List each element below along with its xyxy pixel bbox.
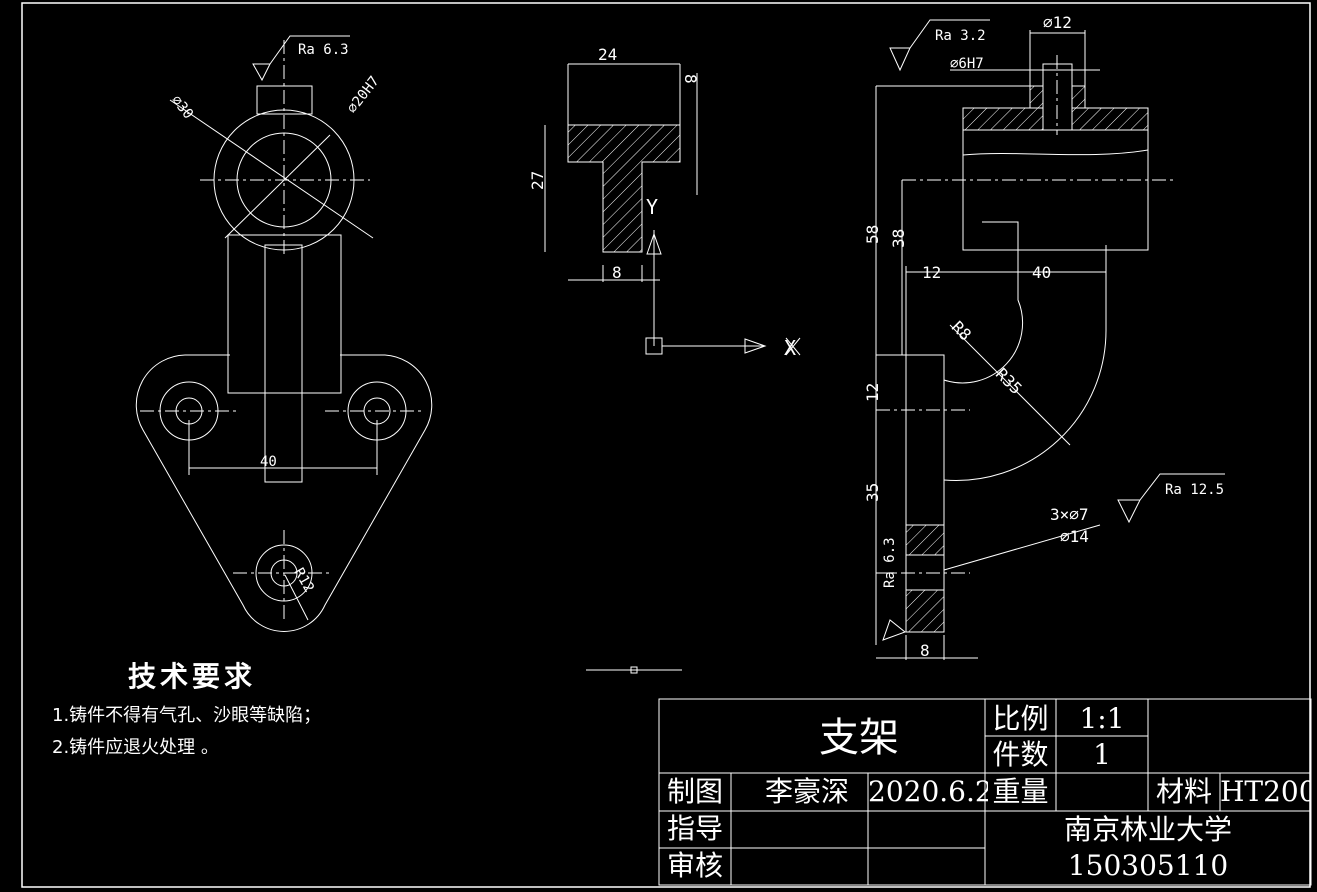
student-id: 150305110 <box>1067 849 1229 882</box>
sec-axis-y: Y <box>646 195 658 219</box>
front-ra: Ra 6.3 <box>298 42 349 58</box>
side-ra63: Ra 6.3 <box>882 537 898 588</box>
sec-dim-24: 24 <box>598 45 617 64</box>
front-dim-dia20: ⌀20H7 <box>344 73 383 116</box>
qty-value: 1 <box>1093 738 1111 771</box>
side-dim-58: 58 <box>863 225 882 244</box>
scale-value: 1:1 <box>1079 702 1125 735</box>
front-dim-dia30: ⌀30 <box>168 92 196 122</box>
drawn-name: 李豪深 <box>764 775 849 808</box>
side-dim-dia6: ⌀6H7 <box>950 56 984 72</box>
drawn-date: 2020.6.2 <box>868 775 988 808</box>
side-dim-38: 38 <box>889 229 908 248</box>
check-label: 审核 <box>666 849 723 882</box>
material-value: HT200 <box>1220 775 1311 808</box>
school-name: 南京林业大学 <box>1063 813 1232 846</box>
material-label: 材料 <box>1155 775 1212 808</box>
qty-label: 件数 <box>992 738 1049 771</box>
sec-dim-8-bottom: 8 <box>612 263 622 282</box>
front-view-labels: Ra 6.3 ⌀30 ⌀20H7 40 R12 <box>168 42 383 595</box>
side-view <box>875 19 1225 660</box>
tech-title: 技术要求 <box>128 660 257 693</box>
side-dim-12-v: 12 <box>863 383 882 402</box>
front-dim-40: 40 <box>260 454 277 470</box>
side-ra125: Ra 12.5 <box>1165 482 1224 498</box>
title-block-grid <box>658 698 1312 886</box>
side-ra32: Ra 3.2 <box>935 28 986 44</box>
section-view <box>544 63 801 674</box>
guide-label: 指导 <box>666 812 723 845</box>
drawing-frame <box>21 2 1311 888</box>
sec-axis-x: X <box>784 336 796 360</box>
side-dim-8-bottom: 8 <box>920 641 930 660</box>
tech-line-2: 2.铸件应退火处理 。 <box>52 737 219 758</box>
side-dim-40-h: 40 <box>1032 263 1051 282</box>
side-dim-35: 35 <box>863 483 882 502</box>
section-view-labels: 24 8 27 8 Y X <box>528 45 796 360</box>
front-view <box>135 35 433 632</box>
tech-line-1: 1.铸件不得有气孔、沙眼等缺陷； <box>52 705 322 726</box>
side-dim-dia12: ⌀12 <box>1043 13 1072 32</box>
side-dim-12-h: 12 <box>922 263 941 282</box>
sec-dim-8-top: 8 <box>681 74 700 84</box>
side-dim-dia14: ⌀14 <box>1060 527 1089 546</box>
weight-label: 重量 <box>992 775 1049 808</box>
side-dim-r8: R8 <box>948 317 975 344</box>
part-name: 支架 <box>819 715 899 761</box>
tech-requirements: 技术要求 1.铸件不得有气孔、沙眼等缺陷； 2.铸件应退火处理 。 <box>52 655 321 759</box>
sec-dim-27: 27 <box>528 171 547 190</box>
title-block: 支架 比例 1:1 件数 1 制图 李豪深 2020.6.2 重量 材料 HT2… <box>659 699 1311 885</box>
drawn-label: 制图 <box>666 775 723 808</box>
side-dim-r35: R35 <box>992 364 1026 398</box>
side-dim-holes: 3×⌀7 <box>1050 505 1089 524</box>
scale-label: 比例 <box>992 702 1049 735</box>
